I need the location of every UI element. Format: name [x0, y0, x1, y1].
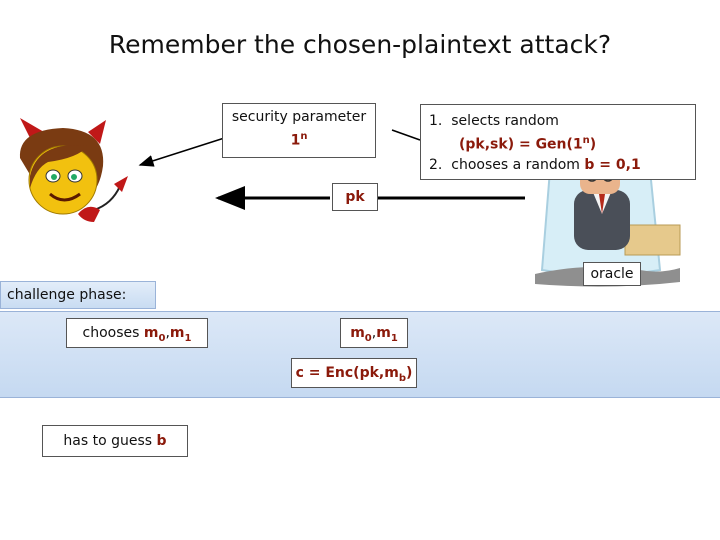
- guess-box: has to guess b: [42, 425, 188, 457]
- security-parameter-box: security parameter 1n: [222, 103, 376, 158]
- security-parameter-value: 1n: [290, 131, 308, 149]
- step-1: 1. selects random: [429, 113, 559, 129]
- step-2: 2. chooses a random b = 0,1: [429, 156, 641, 173]
- oracle-label: oracle: [583, 262, 641, 286]
- oracle-callout-line: [391, 129, 421, 141]
- slide-title: Remember the chosen-plaintext attack?: [108, 30, 612, 59]
- ciphertext-box: c = Enc(pk,mb): [291, 358, 417, 388]
- oracle-steps-box: 1. selects random (pk,sk) = Gen(1n) 2. c…: [420, 104, 696, 180]
- security-parameter-label: security parameter: [231, 109, 367, 125]
- chooses-messages-box: chooses m0,m1: [66, 318, 208, 348]
- challenge-phase-label: challenge phase:: [0, 281, 156, 309]
- messages-label: m0,m1: [340, 318, 408, 348]
- pk-box: pk: [332, 183, 378, 211]
- step-1-gen: (pk,sk) = Gen(1n): [459, 135, 597, 153]
- adversary-devil-icon: [19, 118, 128, 222]
